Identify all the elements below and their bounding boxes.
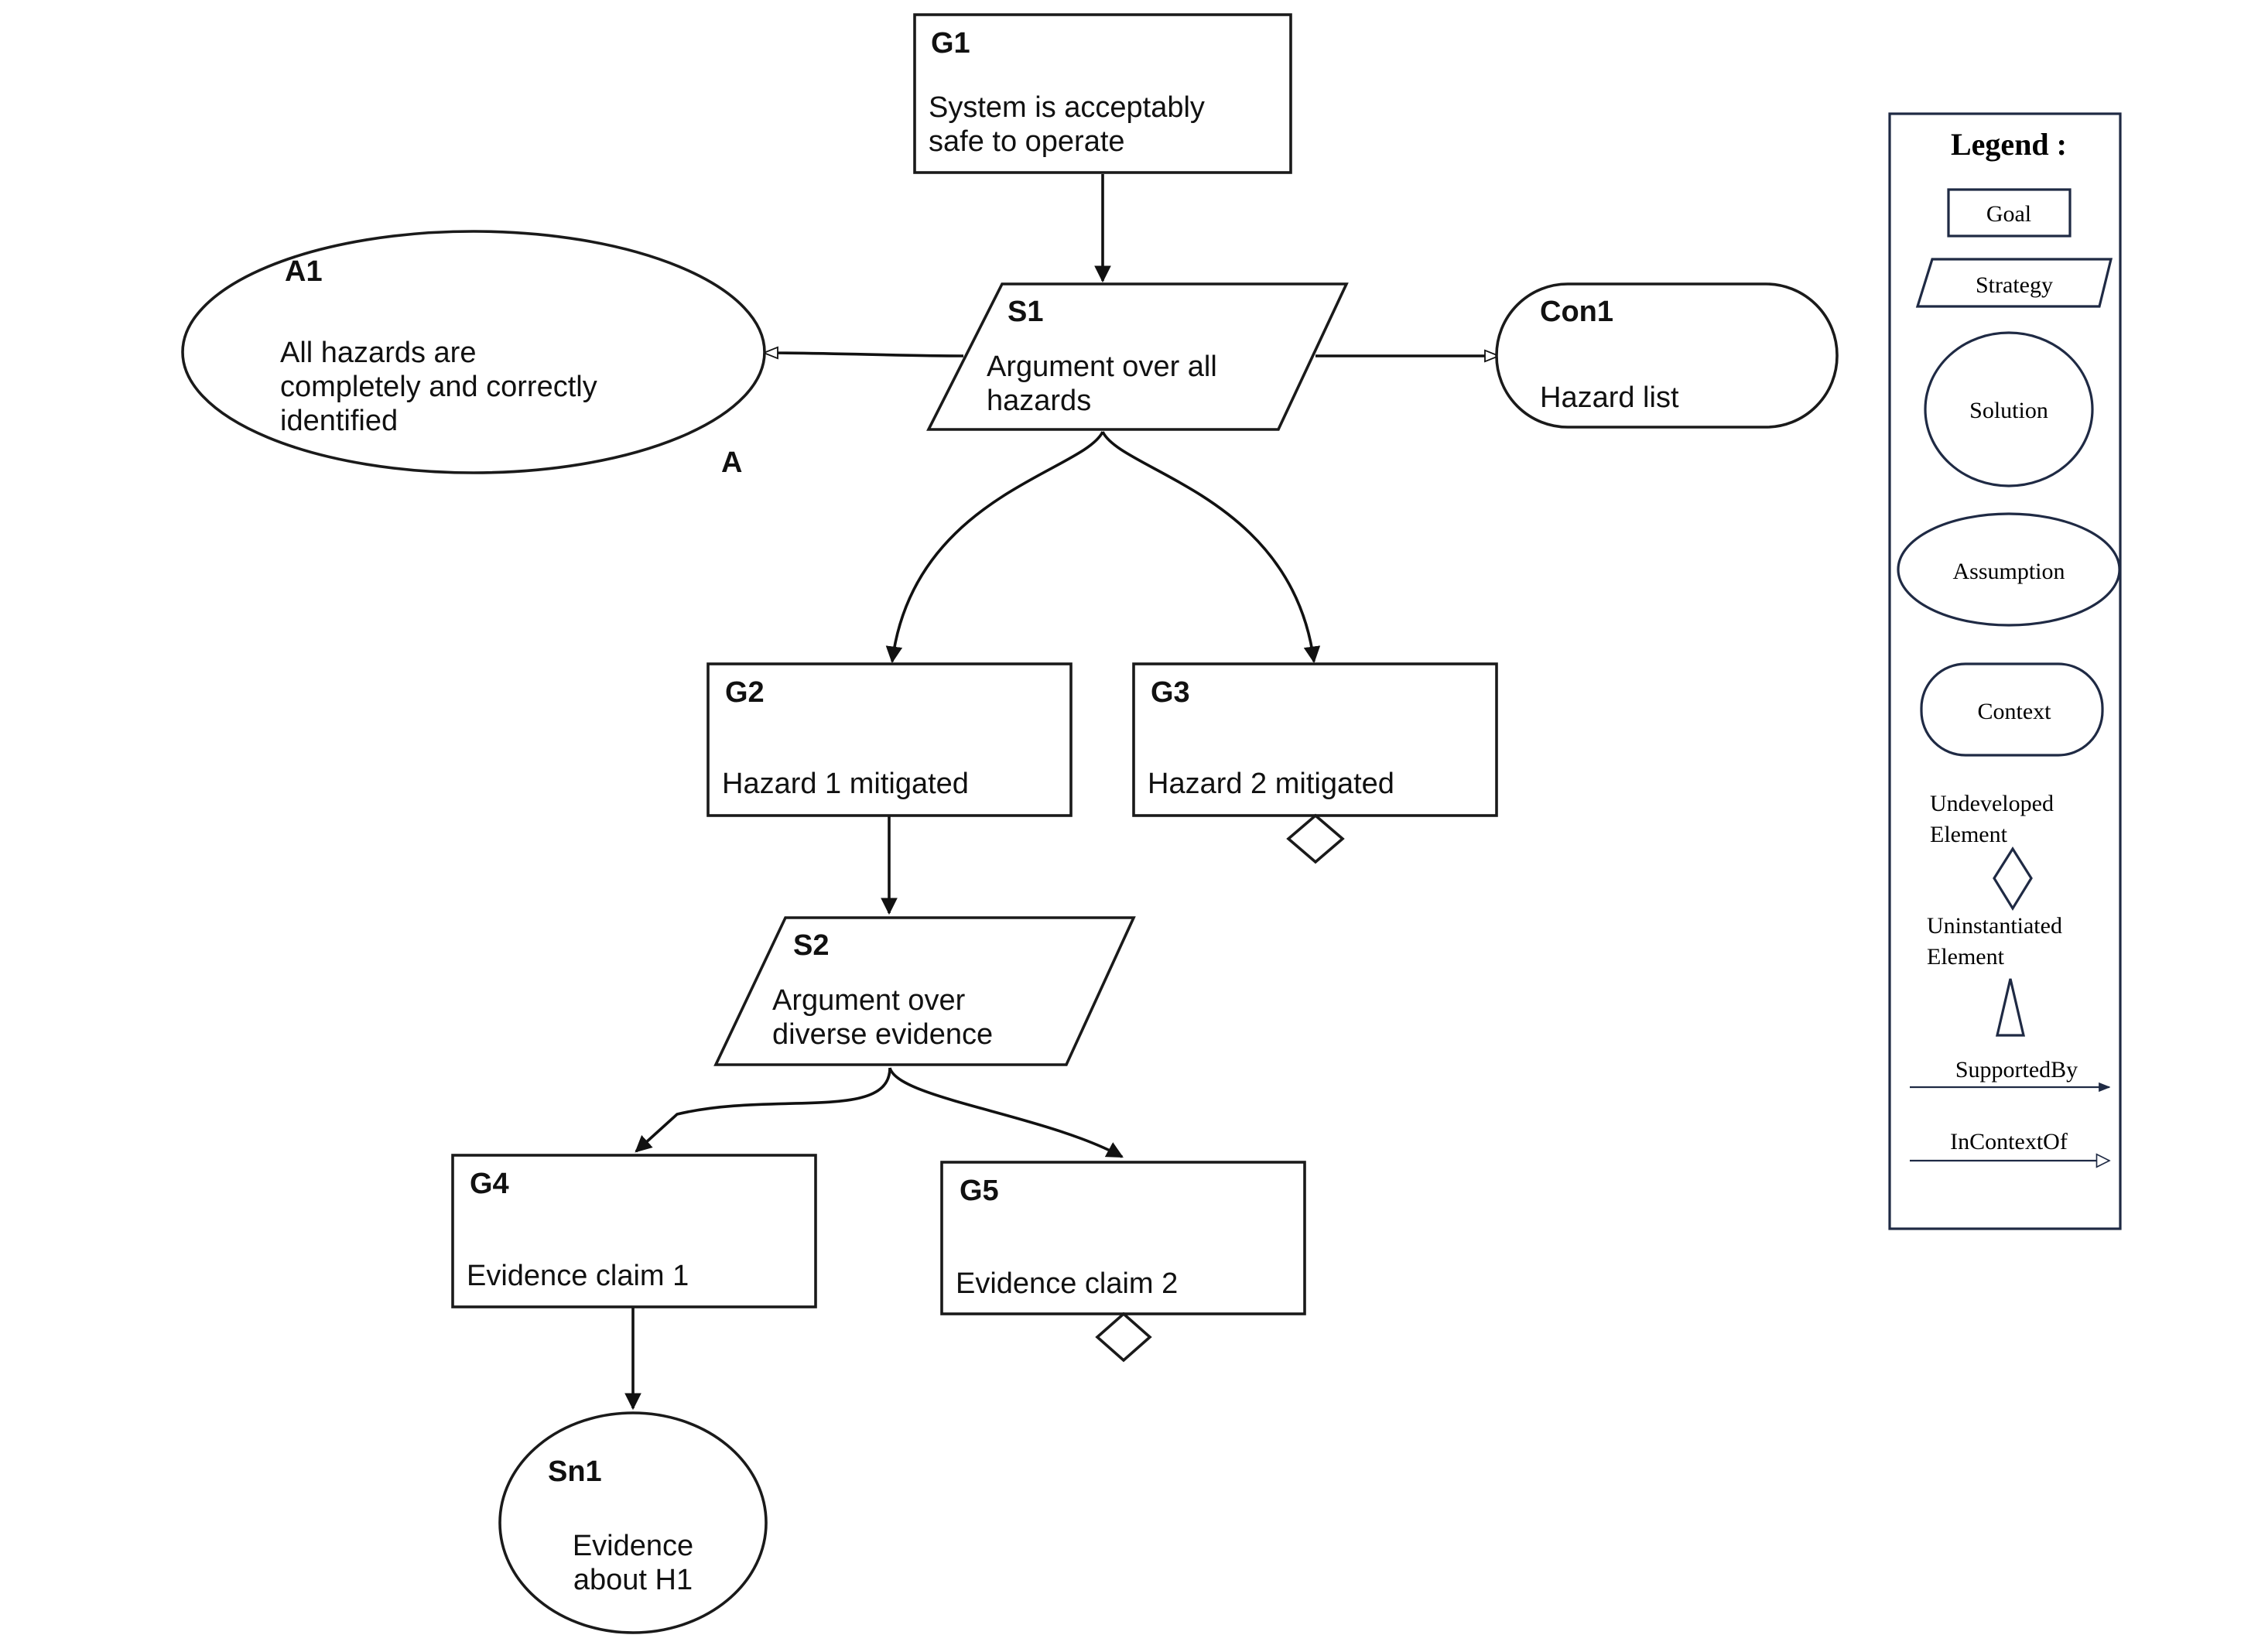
- goal-g1: G1 System is acceptably safe to operate: [913, 13, 1292, 174]
- node-id: Sn1: [548, 1455, 602, 1488]
- edges: [624, 174, 1499, 1411]
- legend-goal: Goal: [1947, 188, 2072, 238]
- node-text-line: All hazards are: [280, 337, 476, 369]
- legend-undeveloped-label: Element: [1930, 822, 2008, 847]
- goal-shape: [451, 1154, 817, 1308]
- assumption-a1: A1 All hazards are completely and correc…: [181, 230, 766, 479]
- strategy-shape: [713, 916, 1136, 1066]
- goal-g5: G5 Evidence claim 2: [940, 1161, 1306, 1363]
- node-text-line: completely and correctly: [280, 371, 597, 403]
- legend-incontextof: InContextOf: [1910, 1129, 2109, 1161]
- legend-uninstantiated-label: Element: [1927, 944, 2005, 970]
- legend-strategy-shape: [1915, 258, 2113, 308]
- assumption-shape: [181, 230, 766, 474]
- legend-uninstantiated: Uninstantiated Element: [1927, 913, 2062, 1037]
- legend-assumption: Assumption: [1897, 512, 2121, 627]
- node-id: S1: [1008, 296, 1043, 328]
- legend-supportedby-label: SupportedBy: [1955, 1057, 2078, 1083]
- context-shape: [1495, 282, 1839, 429]
- legend-solution-label: Solution: [1969, 398, 2048, 423]
- goal-shape: [940, 1161, 1306, 1315]
- legend-assumption-shape: [1897, 512, 2121, 627]
- legend-uninstantiated-label: Uninstantiated: [1927, 913, 2062, 939]
- goal-g4: G4 Evidence claim 1: [451, 1154, 817, 1308]
- edge-s1-g2: [885, 431, 1104, 664]
- node-text-line: safe to operate: [929, 125, 1125, 158]
- legend-supportedby: SupportedBy: [1910, 1057, 2111, 1093]
- legend-goal-label: Goal: [1986, 201, 2031, 227]
- goal-g2: G2 Hazard 1 mitigated: [706, 662, 1073, 817]
- node-id: G2: [725, 676, 765, 709]
- node-text-line: diverse evidence: [772, 1018, 993, 1051]
- legend-uninstantiated-triangle: [1995, 978, 2026, 1037]
- legend-context-label: Context: [1978, 699, 2052, 724]
- legend-strategy: Strategy: [1915, 258, 2113, 308]
- goal-g3: G3 Hazard 2 mitigated: [1132, 662, 1498, 864]
- edge-s2-g4: [635, 1067, 891, 1153]
- strategy-shape: [926, 282, 1349, 431]
- legend-incontextof-label: InContextOf: [1950, 1129, 2068, 1154]
- node-id: S2: [793, 929, 829, 962]
- node-text-line: hazards: [987, 385, 1091, 417]
- node-id: G1: [931, 27, 970, 60]
- legend: Legend : Goal Strategy Solution Assumpti…: [1888, 112, 2122, 1230]
- legend-strategy-label: Strategy: [1976, 272, 2053, 298]
- strategy-s2: S2 Argument over diverse evidence: [713, 916, 1136, 1066]
- node-text-line: Argument over: [772, 984, 966, 1017]
- node-text-line: Evidence claim 1: [467, 1260, 689, 1292]
- node-text-line: Argument over all: [987, 351, 1217, 383]
- undeveloped-diamond: [1095, 1312, 1152, 1363]
- legend-solution-shape: [1924, 331, 2094, 487]
- legend-context: Context: [1920, 662, 2104, 757]
- assumption-marker: A: [721, 446, 742, 479]
- node-id: G5: [960, 1175, 999, 1207]
- legend-undeveloped-diamond: [1993, 847, 2033, 912]
- node-text-line: Evidence claim 2: [956, 1267, 1178, 1300]
- node-id: G3: [1151, 676, 1190, 709]
- node-id: Con1: [1540, 296, 1613, 328]
- node-text-line: Hazard 1 mitigated: [722, 768, 969, 800]
- edge-s1-a1: [764, 353, 964, 356]
- legend-context-shape: [1920, 662, 2104, 757]
- edge-s2-g5: [888, 1067, 1124, 1158]
- context-con1: Con1 Hazard list: [1495, 282, 1839, 429]
- node-id: G4: [470, 1168, 509, 1200]
- legend-solution: Solution: [1924, 331, 2094, 487]
- goal-shape: [706, 662, 1073, 817]
- legend-assumption-label: Assumption: [1952, 559, 2065, 584]
- legend-title: Legend :: [1951, 127, 2067, 162]
- legend-undeveloped-label: Undeveloped: [1930, 791, 2054, 816]
- node-text-line: identified: [280, 405, 398, 437]
- node-text-line: System is acceptably: [929, 91, 1205, 124]
- solution-shape: [498, 1411, 768, 1634]
- legend-goal-shape: [1947, 188, 2072, 238]
- edge-s1-g3: [1101, 431, 1321, 664]
- node-text-line: Hazard list: [1540, 381, 1679, 414]
- undeveloped-diamond: [1286, 813, 1345, 864]
- strategy-s1: S1 Argument over all hazards: [926, 282, 1349, 431]
- solution-sn1: Sn1 Evidence about H1: [498, 1411, 768, 1634]
- legend-undeveloped: Undeveloped Element: [1930, 791, 2054, 912]
- node-id: A1: [285, 255, 323, 288]
- goal-shape: [913, 13, 1292, 174]
- node-text-line: about H1: [573, 1564, 693, 1596]
- node-text-line: Hazard 2 mitigated: [1148, 768, 1394, 800]
- node-text-line: Evidence: [573, 1530, 693, 1562]
